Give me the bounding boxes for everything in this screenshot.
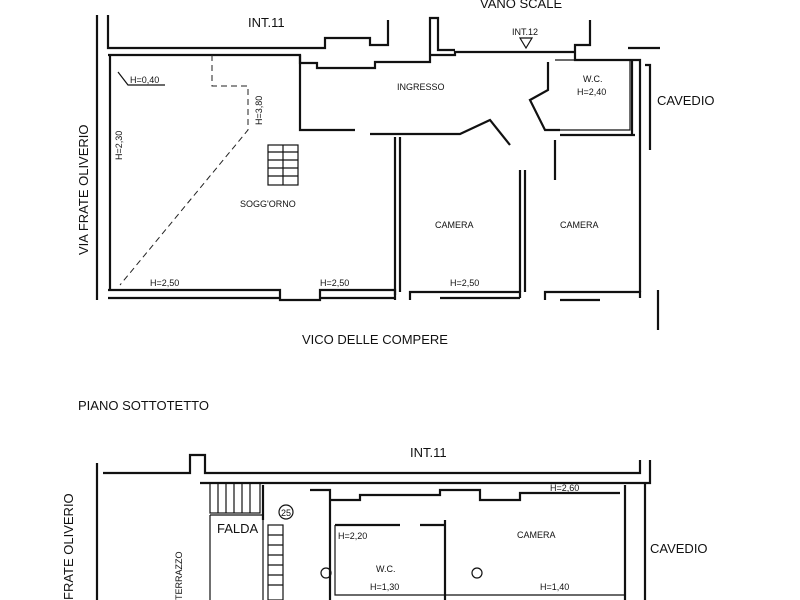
leader-line — [117, 71, 165, 86]
lower-stairs — [209, 482, 284, 600]
lower-label-frate-oliverio: FRATE OLIVERIO — [61, 493, 76, 600]
height-250-a: H=2,50 — [150, 278, 179, 288]
lower-wc-height-top: H=2,20 — [338, 531, 367, 541]
slope-line — [119, 55, 249, 286]
label-via-frate-oliverio: VIA FRATE OLIVERIO — [76, 124, 91, 255]
outer-wall-top — [95, 15, 660, 300]
wc-room — [555, 59, 631, 131]
height-230: H=2,30 — [114, 131, 124, 160]
label-falda: FALDA — [217, 521, 259, 536]
label-vano-scale: VANO SCALE — [480, 0, 562, 11]
height-040: H=0,40 — [130, 75, 159, 85]
lower-room-camera: CAMERA — [517, 530, 556, 540]
label-vico-delle-compere: VICO DELLE COMPERE — [302, 332, 448, 347]
outer-wall-bottom — [108, 288, 660, 330]
entrance-marker-icon — [518, 37, 534, 50]
room-wc-height: H=2,40 — [577, 87, 606, 97]
lower-room-wc: W.C. — [376, 564, 396, 574]
title-piano-sottotetto: PIANO SOTTOTETTO — [78, 398, 209, 413]
lower-label-int11: INT.11 — [410, 445, 447, 460]
stair-number: 25 — [281, 508, 291, 518]
label-terrazzo: TERRAZZO — [174, 552, 184, 600]
right-wall — [630, 60, 652, 292]
room-camera-2: CAMERA — [560, 220, 599, 230]
room-soggiorno: SOGG'ORNO — [240, 199, 296, 209]
stair-number-circle — [278, 504, 294, 520]
room-camera-1: CAMERA — [435, 220, 474, 230]
lower-plan: INT.11 FRATE OLIVERIO CAVEDIO FALDA TERR… — [61, 445, 708, 600]
label-int11: INT.11 — [248, 15, 285, 30]
lower-label-cavedio: CAVEDIO — [650, 541, 708, 556]
lower-rooms — [209, 514, 625, 600]
lower-camera-height-bottom: H=1,40 — [540, 582, 569, 592]
label-cavedio: CAVEDIO — [657, 93, 715, 108]
height-380: H=3,80 — [254, 96, 264, 125]
interior-walls — [298, 55, 635, 295]
lower-camera-height-top: H=2,60 — [550, 483, 579, 493]
lower-wc-height-bottom: H=1,30 — [370, 582, 399, 592]
label-int12: INT.12 — [512, 27, 538, 37]
room-camera-1-height: H=2,50 — [450, 278, 479, 288]
upper-stairs — [267, 144, 299, 186]
room-wc: W.C. — [583, 74, 603, 84]
upper-plan: INT.11 VANO SCALE INT.12 VIA FRATE OLIVE… — [76, 0, 715, 347]
skylight-icon — [471, 567, 483, 579]
lower-outer-wall — [95, 453, 652, 600]
lower-interior-walls — [261, 485, 627, 600]
room-ingresso: INGRESSO — [397, 82, 445, 92]
height-250-b: H=2,50 — [320, 278, 349, 288]
skylight-icon — [320, 567, 332, 579]
